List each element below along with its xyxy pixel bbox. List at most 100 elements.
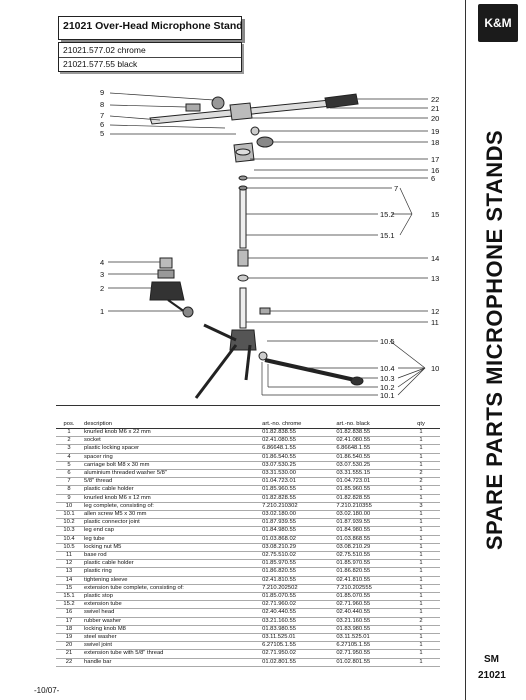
row-black: 7.210.202555 [334, 584, 402, 594]
row-black: 01.86.540.55 [334, 453, 402, 462]
row-black: 03.11.525.01 [334, 633, 402, 643]
row-pos: 6 [56, 469, 82, 479]
callout-19: 19 [431, 127, 440, 136]
row-black: 01.87.939.55 [334, 518, 402, 528]
row-black: 01.02.801.55 [334, 658, 402, 667]
right-leaders [247, 98, 428, 179]
header-chrome: art.-no. chrome [260, 412, 335, 429]
row-qty: 3 [402, 502, 440, 512]
exploded-diagram [108, 92, 428, 399]
row-chrome: 01.85.970.55 [260, 559, 335, 569]
row-chrome: 03.11.525.01 [260, 633, 335, 643]
boom-leaders [261, 340, 426, 396]
row-chrome: 01.04.723.01 [260, 477, 335, 487]
tripod-leg-back [203, 323, 237, 342]
row-pos: 10.3 [56, 526, 82, 536]
callout-12: 12 [431, 307, 440, 316]
row-chrome: 01.87.939.55 [260, 518, 335, 528]
row-qty: 2 [402, 469, 440, 479]
row-black: 01.85.070.55 [334, 592, 402, 602]
row-qty: 1 [402, 600, 440, 610]
plastic-ring-13 [237, 274, 249, 282]
row-description: extension tube with 5/8" thread [82, 649, 261, 659]
callout-14: 14 [431, 254, 440, 263]
row-description: plastic cable holder [82, 485, 261, 495]
swivel-joint [229, 102, 253, 121]
left-leaders [109, 92, 236, 135]
row-pos: 15.1 [56, 592, 82, 602]
callout-2: 2 [100, 284, 105, 293]
tube-leaders [246, 187, 428, 323]
row-description: knurled knob M6 x 22 mm [82, 428, 261, 438]
row-pos: 16 [56, 608, 82, 618]
row-description: locking nut M5 [82, 543, 261, 553]
row-qty: 1 [402, 485, 440, 495]
row-pos: 18 [56, 625, 82, 635]
row-description: tightening sleeve [82, 576, 261, 585]
row-description: knurled knob M6 x 12 mm [82, 494, 261, 503]
row-qty: 1 [402, 428, 440, 438]
row-chrome: 02.71.950.02 [260, 649, 335, 659]
row-qty: 1 [402, 453, 440, 462]
callout-15-2: 15.2 [380, 210, 395, 219]
callout-15: 15 [431, 210, 440, 219]
row-black: 6.86648.1.55 [334, 444, 402, 454]
row-black: 01.84.980.55 [334, 526, 402, 536]
knurled-knob-9 [211, 96, 225, 110]
locking-nut-10-5 [258, 351, 268, 361]
row-chrome: 01.85.070.55 [260, 592, 335, 602]
header-pos: pos. [56, 412, 82, 429]
row-black: 01.82.838.55 [334, 428, 402, 438]
row-chrome: 6.86648.1.55 [260, 444, 335, 454]
variant-chrome: 21021.577.02 chrome [63, 45, 146, 55]
row-qty: 1 [402, 543, 440, 553]
row-chrome: 02.71.960.02 [260, 600, 335, 610]
row-qty: 2 [402, 477, 440, 487]
row-chrome: 02.40.440.55 [260, 608, 335, 618]
header-description: description [82, 412, 261, 429]
row-pos: 10.2 [56, 518, 82, 528]
row-qty: 1 [402, 559, 440, 569]
row-description: allen screw M5 x 30 mm [82, 510, 261, 520]
row-pos: 19 [56, 633, 82, 643]
header-black: art.-no. black [334, 412, 402, 429]
callout-8: 8 [100, 100, 105, 109]
callout-17: 17 [431, 155, 440, 164]
callout-6b: 6 [431, 174, 436, 183]
row-qty: 1 [402, 592, 440, 602]
row-pos: 15.2 [56, 600, 82, 610]
header-qty: qty [402, 412, 440, 429]
row-black: 02.71.950.55 [334, 649, 402, 659]
row-chrome: 03.31.530.00 [260, 469, 335, 479]
row-chrome: 02.75.510.02 [260, 551, 335, 561]
row-pos: 17 [56, 617, 82, 626]
row-pos: 21 [56, 649, 82, 659]
callout-6: 6 [100, 120, 105, 129]
row-description: plastic locking spacer [82, 444, 261, 454]
row-description: extension tube [82, 600, 261, 610]
row-pos: 12 [56, 559, 82, 569]
callout-20: 20 [431, 114, 440, 123]
row-pos: 22 [56, 658, 82, 667]
row-chrome: 02.41.810.55 [260, 576, 335, 585]
series-code: SM [484, 654, 499, 665]
tightening-sleeve-14 [237, 249, 249, 267]
row-qty: 1 [402, 608, 440, 618]
row-qty: 1 [402, 461, 440, 471]
cable-holder-8 [185, 103, 201, 112]
row-chrome: 01.02.801.55 [260, 658, 335, 667]
row-black: 03.07.530.25 [334, 461, 402, 471]
row-chrome: 01.86.540.55 [260, 453, 335, 462]
washer-19 [250, 126, 260, 136]
row-chrome: 01.03.868.02 [260, 535, 335, 544]
row-description: swivel joint [82, 641, 261, 651]
side-title-text: SPARE PARTS MICROPHONE STANDS [482, 129, 507, 551]
